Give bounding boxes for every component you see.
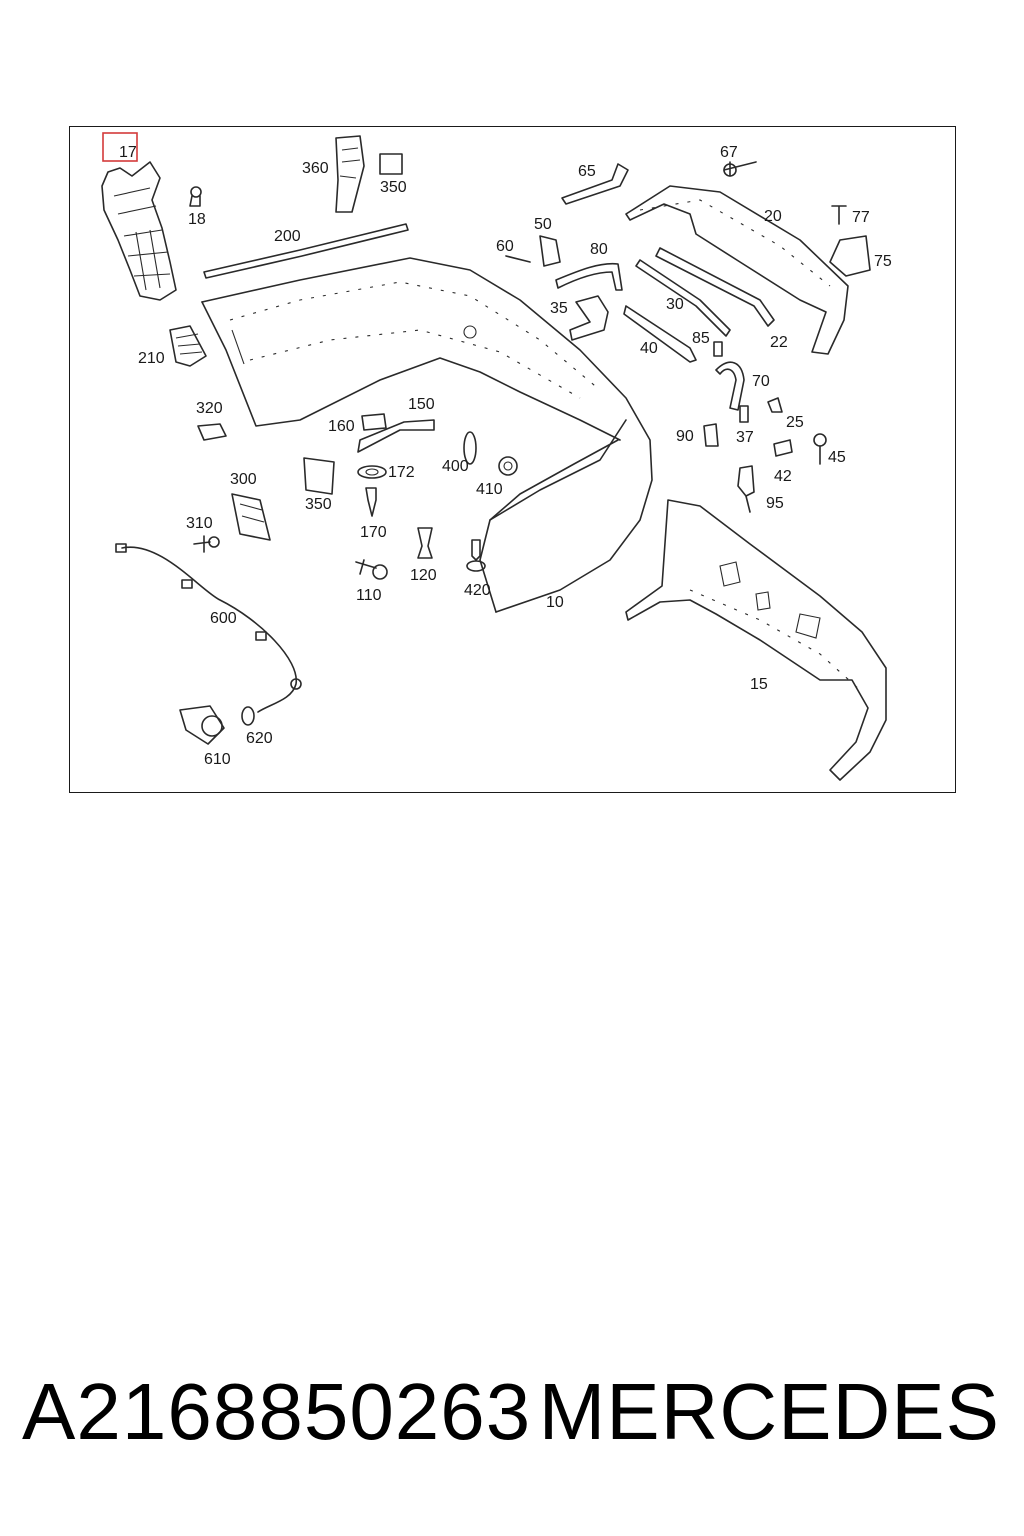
callout-150[interactable]: 150 <box>408 396 435 413</box>
part-160-clip[interactable] <box>361 413 387 431</box>
callout-620[interactable]: 620 <box>246 730 273 747</box>
callout-77[interactable]: 77 <box>852 209 870 226</box>
callout-60[interactable]: 60 <box>496 238 514 255</box>
callout-160[interactable]: 160 <box>328 418 355 435</box>
callout-35[interactable]: 35 <box>550 300 568 317</box>
callout-30[interactable]: 30 <box>666 296 684 313</box>
parts-diagram: 17 18 360 350 200 210 320 300 310 600 61… <box>101 132 892 781</box>
part-170-screw[interactable] <box>365 487 377 517</box>
callout-310[interactable]: 310 <box>186 515 213 532</box>
part-37-clip[interactable] <box>739 405 749 423</box>
part-200-trim-strip[interactable] <box>203 223 409 279</box>
brand-name: MERCEDES <box>538 1367 1000 1456</box>
part-50-cap[interactable] <box>539 235 561 267</box>
part-75-bracket[interactable] <box>829 235 871 277</box>
callout-610[interactable]: 610 <box>204 751 231 768</box>
part-15-bumper-carrier[interactable] <box>625 499 887 781</box>
part-60-rod[interactable] <box>505 255 531 263</box>
callout-410[interactable]: 410 <box>476 481 503 498</box>
part-67-pin[interactable] <box>723 161 757 177</box>
part-310-bolt[interactable] <box>193 535 220 553</box>
callout-17[interactable]: 17 <box>119 144 137 161</box>
callout-200[interactable]: 200 <box>274 228 301 245</box>
highlight-box <box>102 132 138 162</box>
part-85-rivet[interactable] <box>713 341 723 357</box>
part-150-bracket[interactable] <box>357 419 435 453</box>
part-number: A2168850263 <box>22 1367 532 1456</box>
part-410-nut[interactable] <box>498 456 518 476</box>
part-400-disc[interactable] <box>463 431 477 465</box>
callout-110[interactable]: 110 <box>356 587 382 604</box>
part-25-clip[interactable] <box>767 397 783 413</box>
part-65-rail[interactable] <box>561 163 629 205</box>
callout-210[interactable]: 210 <box>138 350 165 367</box>
callout-40[interactable]: 40 <box>640 340 658 357</box>
part-18-clip[interactable] <box>189 186 202 207</box>
part-620-ring[interactable] <box>241 706 255 726</box>
part-610-park-sensor[interactable] <box>179 705 225 745</box>
part-95-sensor[interactable] <box>737 465 755 513</box>
callout-170[interactable]: 170 <box>360 524 387 541</box>
part-210-grille[interactable] <box>169 325 207 367</box>
part-350-pad-top[interactable] <box>379 153 403 175</box>
part-90-bracket[interactable] <box>703 423 719 447</box>
part-40-strip[interactable] <box>623 305 697 363</box>
part-77-screw[interactable] <box>831 205 847 225</box>
callout-85[interactable]: 85 <box>692 330 710 347</box>
part-35-bracket[interactable] <box>569 295 609 341</box>
callout-15[interactable]: 15 <box>750 676 768 693</box>
callout-42[interactable]: 42 <box>774 468 792 485</box>
callout-22[interactable]: 22 <box>770 334 788 351</box>
part-30-strip[interactable] <box>635 259 731 337</box>
callout-95[interactable]: 95 <box>766 495 784 512</box>
callout-420[interactable]: 420 <box>464 582 491 599</box>
callout-80[interactable]: 80 <box>590 241 608 258</box>
callout-18[interactable]: 18 <box>188 211 206 228</box>
diagram-frame <box>69 126 956 793</box>
callout-70[interactable]: 70 <box>752 373 770 390</box>
callout-75[interactable]: 75 <box>874 253 892 270</box>
callout-350[interactable]: 350 <box>380 179 407 196</box>
part-42-clip[interactable] <box>773 439 793 457</box>
callout-600[interactable]: 600 <box>210 610 237 627</box>
part-172-washer[interactable] <box>357 465 387 479</box>
callout-320[interactable]: 320 <box>196 400 223 417</box>
callout-350-lower[interactable]: 350 <box>305 496 332 513</box>
part-600-wiring-harness[interactable] <box>115 543 302 713</box>
part-350-pad-lower[interactable] <box>303 457 335 495</box>
callout-120[interactable]: 120 <box>410 567 437 584</box>
part-110-screw[interactable] <box>355 559 388 580</box>
callout-172[interactable]: 172 <box>388 464 415 481</box>
part-360-guide[interactable] <box>335 135 365 213</box>
callout-300[interactable]: 300 <box>230 471 257 488</box>
part-45-screw[interactable] <box>813 433 827 465</box>
part-80-trim-arc[interactable] <box>555 262 623 291</box>
callout-45[interactable]: 45 <box>828 449 846 466</box>
part-320-module[interactable] <box>197 423 227 441</box>
callout-65[interactable]: 65 <box>578 163 596 180</box>
callout-400[interactable]: 400 <box>442 458 469 475</box>
part-70-arc[interactable] <box>715 361 745 411</box>
part-120-rivet[interactable] <box>417 527 433 559</box>
part-420-bolt[interactable] <box>466 539 486 572</box>
callout-50[interactable]: 50 <box>534 216 552 233</box>
callout-20[interactable]: 20 <box>764 208 782 225</box>
callout-37[interactable]: 37 <box>736 429 754 446</box>
callout-90[interactable]: 90 <box>676 428 694 445</box>
part-10-bumper-cover[interactable] <box>201 257 653 613</box>
part-17-side-bracket[interactable] <box>101 161 177 301</box>
callout-25[interactable]: 25 <box>786 414 804 431</box>
callout-67[interactable]: 67 <box>720 144 738 161</box>
callout-360[interactable]: 360 <box>302 160 329 177</box>
part-22-strip[interactable] <box>655 247 775 327</box>
callout-10[interactable]: 10 <box>546 594 564 611</box>
part-300-mount[interactable] <box>231 493 271 541</box>
part-20-diffuser[interactable] <box>625 185 849 355</box>
